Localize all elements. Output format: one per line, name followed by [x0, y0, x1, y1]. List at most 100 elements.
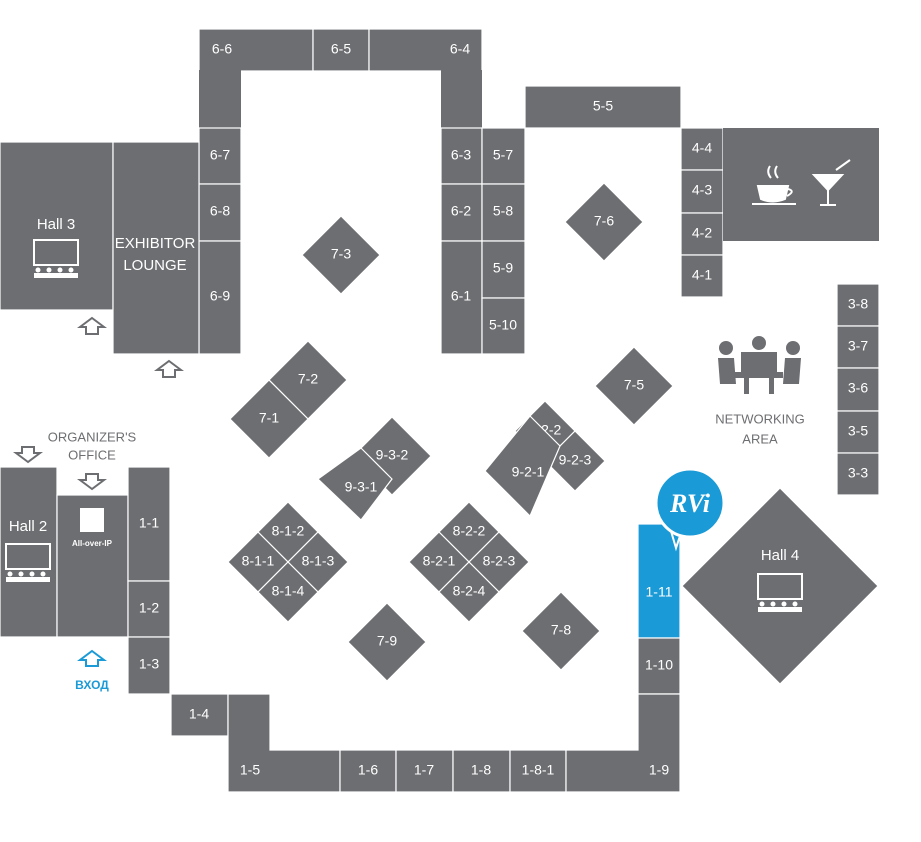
svg-text:6-3: 6-3: [451, 147, 471, 163]
booth-5-7[interactable]: 5-7: [481, 127, 526, 185]
svg-text:LOUNGE: LOUNGE: [123, 257, 186, 274]
booth-5-8[interactable]: 5-8: [481, 183, 526, 242]
svg-text:6-9: 6-9: [210, 288, 230, 304]
booth-6-1[interactable]: 6-1: [440, 240, 483, 355]
svg-text:4-4: 4-4: [692, 140, 712, 156]
svg-text:8-2-2: 8-2-2: [453, 523, 486, 539]
entrance-label: ВХОД: [75, 678, 109, 692]
booth-6-2[interactable]: 6-2: [440, 183, 483, 242]
booth-4-3[interactable]: 4-3: [680, 169, 724, 214]
booth-1-5[interactable]: 1-5: [227, 693, 341, 793]
booth-7-3[interactable]: 7-3: [301, 215, 381, 295]
svg-text:5-5: 5-5: [593, 98, 613, 114]
hall-2[interactable]: Hall 2: [0, 466, 58, 638]
svg-text:9-2-3: 9-2-3: [559, 452, 592, 468]
booth-6-3[interactable]: 6-3: [440, 127, 483, 185]
svg-text:1-11: 1-11: [646, 584, 673, 600]
booth-1-6[interactable]: 1-6: [339, 749, 397, 793]
svg-text:8-2-4: 8-2-4: [453, 583, 486, 599]
map-pin-icon[interactable]: RVi: [654, 467, 726, 552]
booth-1-3[interactable]: 1-3: [127, 636, 171, 695]
booth-5-9[interactable]: 5-9: [481, 240, 526, 299]
down-arrow-icon: [77, 473, 107, 491]
screen-audience-icon: [757, 573, 803, 612]
booth-8-2-4[interactable]: 8-2-4: [438, 561, 500, 623]
booth-6-9[interactable]: 6-9: [198, 240, 242, 355]
svg-text:1-8-1: 1-8-1: [522, 762, 555, 778]
booth-6-6[interactable]: 6-6: [198, 28, 314, 72]
screen-audience-icon: [33, 239, 79, 278]
booth-1-1[interactable]: 1-1: [127, 466, 171, 582]
hall-3[interactable]: Hall 3: [0, 141, 114, 311]
organizer-label-line1: ORGANIZER'S: [48, 429, 137, 444]
booth-6-5[interactable]: 6-5: [312, 28, 370, 72]
svg-text:1-3: 1-3: [139, 656, 159, 672]
booth-8-1-4[interactable]: 8-1-4: [257, 561, 319, 623]
u-block-left-wall: [199, 70, 241, 128]
svg-text:7-6: 7-6: [594, 213, 614, 229]
booth-3-3[interactable]: 3-3: [836, 452, 880, 496]
svg-text:7-5: 7-5: [624, 377, 644, 393]
svg-text:7-8: 7-8: [551, 622, 571, 638]
svg-text:7-1: 7-1: [259, 410, 279, 426]
booth-1-10[interactable]: 1-10: [637, 637, 681, 695]
booth-9-2-1[interactable]: 9-2-1: [484, 415, 561, 518]
booth-3-6[interactable]: 3-6: [836, 367, 880, 412]
booth-1-8-1[interactable]: 1-8-1: [509, 749, 567, 793]
svg-text:Hall 4: Hall 4: [761, 547, 799, 564]
svg-text:7-9: 7-9: [377, 633, 397, 649]
svg-text:9-3-1: 9-3-1: [345, 479, 378, 495]
booth-3-8[interactable]: 3-8: [836, 283, 880, 327]
booth-4-1[interactable]: 4-1: [680, 254, 724, 298]
up-arrow-icon: [77, 649, 107, 667]
booth-6-8[interactable]: 6-8: [198, 183, 242, 242]
booth-6-7[interactable]: 6-7: [198, 127, 242, 185]
booth-5-10[interactable]: 5-10: [481, 297, 526, 355]
svg-text:8-2-1: 8-2-1: [423, 553, 456, 569]
booth-1-9[interactable]: 1-9: [565, 693, 681, 793]
organizer-label-line2: OFFICE: [68, 447, 116, 462]
svg-text:4-1: 4-1: [692, 267, 712, 283]
booth-5-5[interactable]: 5-5: [524, 85, 682, 129]
booth-1-8[interactable]: 1-8: [452, 749, 511, 793]
booth-7-5[interactable]: 7-5: [594, 346, 674, 426]
svg-text:3-7: 3-7: [848, 338, 868, 354]
booth-4-4[interactable]: 4-4: [680, 127, 724, 171]
svg-text:3-6: 3-6: [848, 380, 868, 396]
svg-text:5-8: 5-8: [493, 203, 513, 219]
networking-label-line1: NETWORKING: [715, 411, 805, 426]
up-arrow-icon: [154, 359, 184, 378]
exhibitor-lounge[interactable]: EXHIBITOR LOUNGE: [112, 141, 200, 355]
svg-text:1-7: 1-7: [414, 762, 434, 778]
cocktail-glass-icon: [811, 159, 851, 206]
booth-1-7[interactable]: 1-7: [395, 749, 454, 793]
up-arrow-icon: [77, 316, 107, 335]
svg-text:3-3: 3-3: [848, 465, 868, 481]
svg-text:3-8: 3-8: [848, 296, 868, 312]
svg-text:9-2-1: 9-2-1: [512, 464, 545, 480]
booth-9-3-1[interactable]: 9-3-1: [317, 447, 393, 521]
svg-text:8-1-4: 8-1-4: [272, 583, 305, 599]
booth-4-2[interactable]: 4-2: [680, 212, 724, 256]
booth-1-11[interactable]: 1-11: [637, 523, 681, 639]
svg-text:1-1: 1-1: [139, 515, 159, 531]
booth-7-1[interactable]: 7-1: [229, 379, 309, 459]
svg-text:6-7: 6-7: [210, 147, 230, 163]
svg-text:5-10: 5-10: [489, 317, 517, 333]
svg-text:3-5: 3-5: [848, 423, 868, 439]
svg-text:6-8: 6-8: [210, 203, 230, 219]
booth-7-6[interactable]: 7-6: [564, 182, 644, 262]
hall-4[interactable]: Hall 4: [681, 487, 879, 685]
svg-text:Hall 2: Hall 2: [9, 518, 47, 535]
booth-1-4[interactable]: 1-4: [170, 693, 229, 737]
svg-text:6-2: 6-2: [451, 203, 471, 219]
booth-3-5[interactable]: 3-5: [836, 410, 880, 454]
booth-1-2[interactable]: 1-2: [127, 580, 171, 638]
svg-text:8-1-2: 8-1-2: [272, 523, 305, 539]
booth-7-9[interactable]: 7-9: [347, 602, 427, 682]
booth-3-7[interactable]: 3-7: [836, 325, 880, 369]
booth-7-8[interactable]: 7-8: [521, 591, 601, 671]
booth-6-4[interactable]: 6-4: [368, 28, 483, 72]
svg-text:1-6: 1-6: [358, 762, 378, 778]
